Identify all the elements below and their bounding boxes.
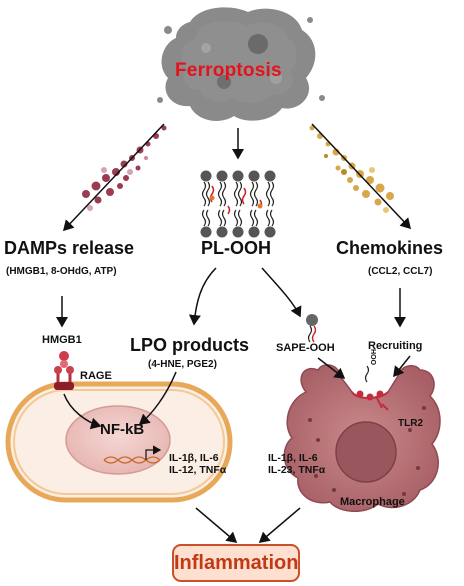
inflammation-box: Inflammation	[172, 544, 300, 582]
ooh-label: OOH	[371, 349, 378, 365]
cytokines-right-line-2: IL-23, TNFα	[268, 464, 326, 476]
chemokines-title: Chemokines	[336, 238, 444, 258]
sape-ooh-label: SAPE-OOH	[276, 342, 335, 354]
nfkb-label: NF-kB	[100, 421, 145, 438]
damps-release-title: DAMPs release	[4, 238, 135, 258]
rage-label: RAGE	[80, 370, 112, 382]
arrow-cell-to-inflammation	[195, 507, 238, 543]
arrow-ferroptosis-to-chemokines	[311, 123, 412, 230]
ooh-ligand-icon	[364, 365, 370, 383]
arrow-lpo-to-nfkb	[138, 371, 177, 425]
cytokines-left: IL-1β, IL-6 IL-12, TNFα	[169, 452, 226, 476]
rage-receptor-icon	[54, 366, 74, 390]
ferroptotic-cell-icon	[157, 7, 325, 121]
arrow-rage-to-nfkb	[63, 393, 102, 430]
cytokines-right-line-1: IL-1β, IL-6	[268, 452, 318, 464]
tlr2-label: TLR2	[398, 418, 423, 429]
recruiting-label: Recruiting	[368, 340, 423, 352]
macrophage-label: Macrophage	[340, 496, 405, 508]
arrow-sape-to-macrophage	[317, 357, 346, 379]
chemokine-particles-icon	[309, 125, 394, 213]
arrow-ferroptosis-to-damps	[62, 123, 165, 232]
cytokines-left-line-2: IL-12, TNFα	[169, 464, 227, 476]
lpo-products-title: LPO products	[130, 335, 250, 355]
arrow-recruiting-to-macrophage	[393, 355, 411, 378]
sape-ooh-lipid-icon	[306, 314, 318, 343]
hmgb1-ligand-icon	[59, 351, 69, 368]
arrow-pl-to-lpo	[188, 267, 217, 326]
phagocytic-cup-receptors-icon	[351, 390, 389, 411]
ferroptosis-title: Ferroptosis	[175, 60, 282, 81]
arrow-pl-to-sape	[261, 267, 302, 318]
arrow-macrophage-to-inflammation	[258, 507, 301, 543]
hmgb1-label: HMGB1	[42, 334, 82, 346]
damps-release-subtitle: (HMGB1, 8-OHdG, ATP)	[6, 266, 117, 277]
lpo-products-subtitle: (4-HNE, PGE2)	[148, 359, 217, 370]
cytokines-left-line-1: IL-1β, IL-6	[169, 452, 219, 464]
pl-ooh-title: PL-OOH	[201, 238, 271, 258]
transcription-arrow-icon	[145, 445, 162, 460]
macrophage-icon	[283, 364, 441, 512]
cytokines-right: IL-1β, IL-6 IL-23, TNFα	[268, 452, 325, 476]
lipid-bilayer-icon	[200, 170, 276, 238]
chemokines-subtitle: (CCL2, CCL7)	[368, 266, 433, 277]
dna-icon	[103, 456, 161, 464]
